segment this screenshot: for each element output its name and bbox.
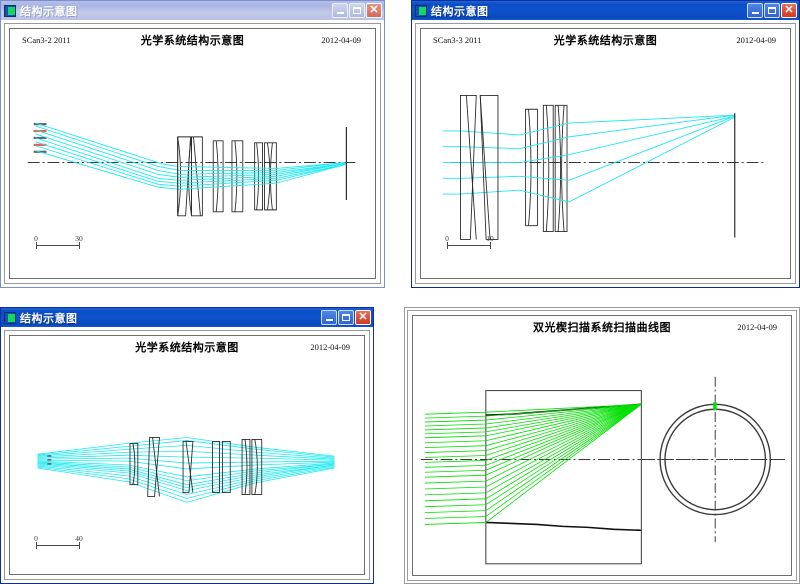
window-client-area: SCan3-3 2011 光学系统结构示意图 2012-04-09 — [415, 23, 796, 284]
incident-ray-bundle — [35, 122, 180, 190]
diagram-canvas: 0 30 — [9, 51, 376, 279]
window-controls: ✕ — [747, 3, 797, 18]
lens-group — [129, 437, 263, 497]
close-icon[interactable]: ✕ — [366, 3, 382, 18]
window-titlebar[interactable]: 结构示意图 ✕ — [1, 308, 373, 327]
document-title: 光学系统结构示意图 — [553, 35, 658, 47]
window-scan-third[interactable]: 结构示意图 ✕ 光学系统结构示意图 2012-04-09 — [0, 307, 374, 584]
scale-start-label: 0 — [34, 534, 38, 543]
document-date: 2012-04-09 — [310, 342, 350, 352]
ray-bundle — [37, 437, 335, 503]
document-id: SCan3-3 2011 — [433, 35, 482, 45]
scale-end-label: 40 — [75, 534, 83, 543]
close-icon[interactable]: ✕ — [781, 3, 797, 18]
diagram-canvas: 0 40 — [9, 358, 365, 575]
optical-layout-svg — [37, 437, 335, 503]
document-date: 2012-04-09 — [736, 35, 776, 45]
window-scan3-3[interactable]: 结构示意图 ✕ SCan3-3 2011 光学系统结构示意图 2012-04-0… — [411, 0, 800, 288]
window-title: 结构示意图 — [20, 312, 78, 325]
document-title: 双光楔扫描系统扫描曲线图 — [533, 322, 671, 334]
maximize-icon[interactable] — [764, 3, 780, 18]
window-client-area: 光学系统结构示意图 2012-04-09 — [4, 330, 370, 580]
document-title: 光学系统结构示意图 — [135, 342, 239, 354]
lens-group — [177, 136, 277, 217]
document-header: SCan3-2 2011 光学系统结构示意图 2012-04-09 — [9, 28, 376, 52]
scale-start-label: 0 — [445, 234, 449, 243]
minimize-icon[interactable] — [747, 3, 763, 18]
window-controls: ✕ — [321, 310, 371, 325]
wedge-housing — [485, 390, 642, 565]
wedge-faces — [485, 403, 642, 532]
incident-ray-bundle — [442, 130, 520, 195]
window-scan3-2[interactable]: 结构示意图 ✕ SCan3-2 2011 光学系统结构示意图 2012-04-0… — [0, 0, 385, 288]
optical-layout-svg — [27, 122, 356, 217]
document-header: 双光楔扫描系统扫描曲线图 2012-04-09 — [412, 315, 792, 339]
scale-end-label: 10 — [486, 234, 494, 243]
scan-curve-svg — [420, 376, 786, 565]
scale-end-label: 30 — [75, 234, 83, 243]
window-titlebar[interactable]: 结构示意图 ✕ — [1, 1, 384, 20]
scan-ray-fan — [424, 403, 642, 525]
app-window-icon — [415, 4, 427, 17]
document-id: SCan3-2 2011 — [22, 35, 71, 45]
scan-start-marker — [713, 402, 717, 411]
diagram-canvas: 0 10 — [420, 51, 791, 279]
scale-bar: 0 30 — [34, 234, 83, 252]
maximize-icon[interactable] — [349, 3, 365, 18]
scale-bar: 0 10 — [445, 234, 494, 252]
document-date: 2012-04-09 — [321, 35, 361, 45]
app-window-icon — [4, 311, 16, 324]
document-title: 光学系统结构示意图 — [140, 35, 245, 47]
window-titlebar[interactable]: 结构示意图 ✕ — [412, 1, 799, 20]
window-title: 结构示意图 — [431, 5, 489, 18]
source-marker — [47, 455, 52, 465]
document-date: 2012-04-09 — [737, 322, 777, 332]
lens-group-front — [460, 94, 499, 240]
optical-layout-svg — [442, 94, 767, 240]
window-title: 结构示意图 — [20, 5, 78, 18]
document-header: 光学系统结构示意图 2012-04-09 — [9, 335, 365, 359]
minimize-icon[interactable] — [321, 310, 337, 325]
scan-pattern — [645, 376, 786, 543]
panel-inner-border: 双光楔扫描系统扫描曲线图 2012-04-09 — [407, 310, 797, 581]
scale-bar: 0 40 — [34, 534, 83, 552]
minimize-icon[interactable] — [332, 3, 348, 18]
maximize-icon[interactable] — [338, 310, 354, 325]
app-window-icon — [4, 4, 16, 17]
exit-ray-bundle — [179, 162, 346, 190]
diagram-canvas — [412, 338, 792, 576]
window-client-area: SCan3-2 2011 光学系统结构示意图 2012-04-09 — [4, 23, 381, 284]
scale-start-label: 0 — [34, 234, 38, 243]
exit-ray-bundle — [519, 114, 735, 203]
panel-scan-curve: 双光楔扫描系统扫描曲线图 2012-04-09 — [404, 307, 800, 584]
window-controls: ✕ — [332, 3, 382, 18]
lens-group-rear — [525, 104, 568, 233]
document-header: SCan3-3 2011 光学系统结构示意图 2012-04-09 — [420, 28, 791, 52]
close-icon[interactable]: ✕ — [355, 310, 371, 325]
